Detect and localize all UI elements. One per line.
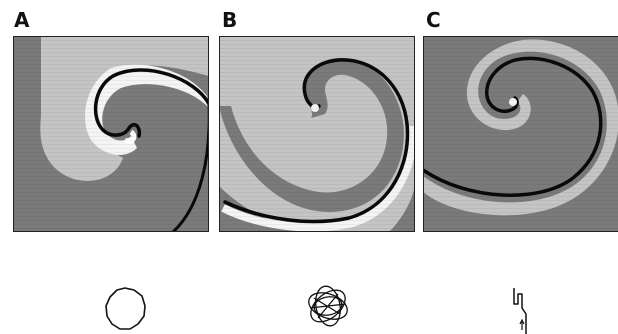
panel-c-spiral-image [423, 36, 618, 232]
trajectory-c-drift [513, 288, 527, 334]
panel-b-frame [219, 36, 415, 232]
panel-b-spiral-image [219, 36, 415, 232]
texture [13, 36, 209, 232]
trajectory-path [308, 285, 348, 327]
trajectory-b-flower [308, 285, 348, 327]
trajectory-a-circle [105, 287, 146, 330]
trajectory-path [105, 287, 146, 330]
panel-a-label: A [14, 8, 30, 32]
panel-a-frame [13, 36, 209, 232]
texture [423, 36, 618, 232]
panel-a-spiral-image [13, 36, 209, 232]
trajectory-arrow [519, 318, 525, 330]
panel-c-label: C [426, 8, 441, 32]
panel-c-frame [423, 36, 618, 232]
trajectory-path [513, 288, 527, 334]
panel-b-label: B [222, 8, 238, 32]
texture [219, 36, 415, 232]
